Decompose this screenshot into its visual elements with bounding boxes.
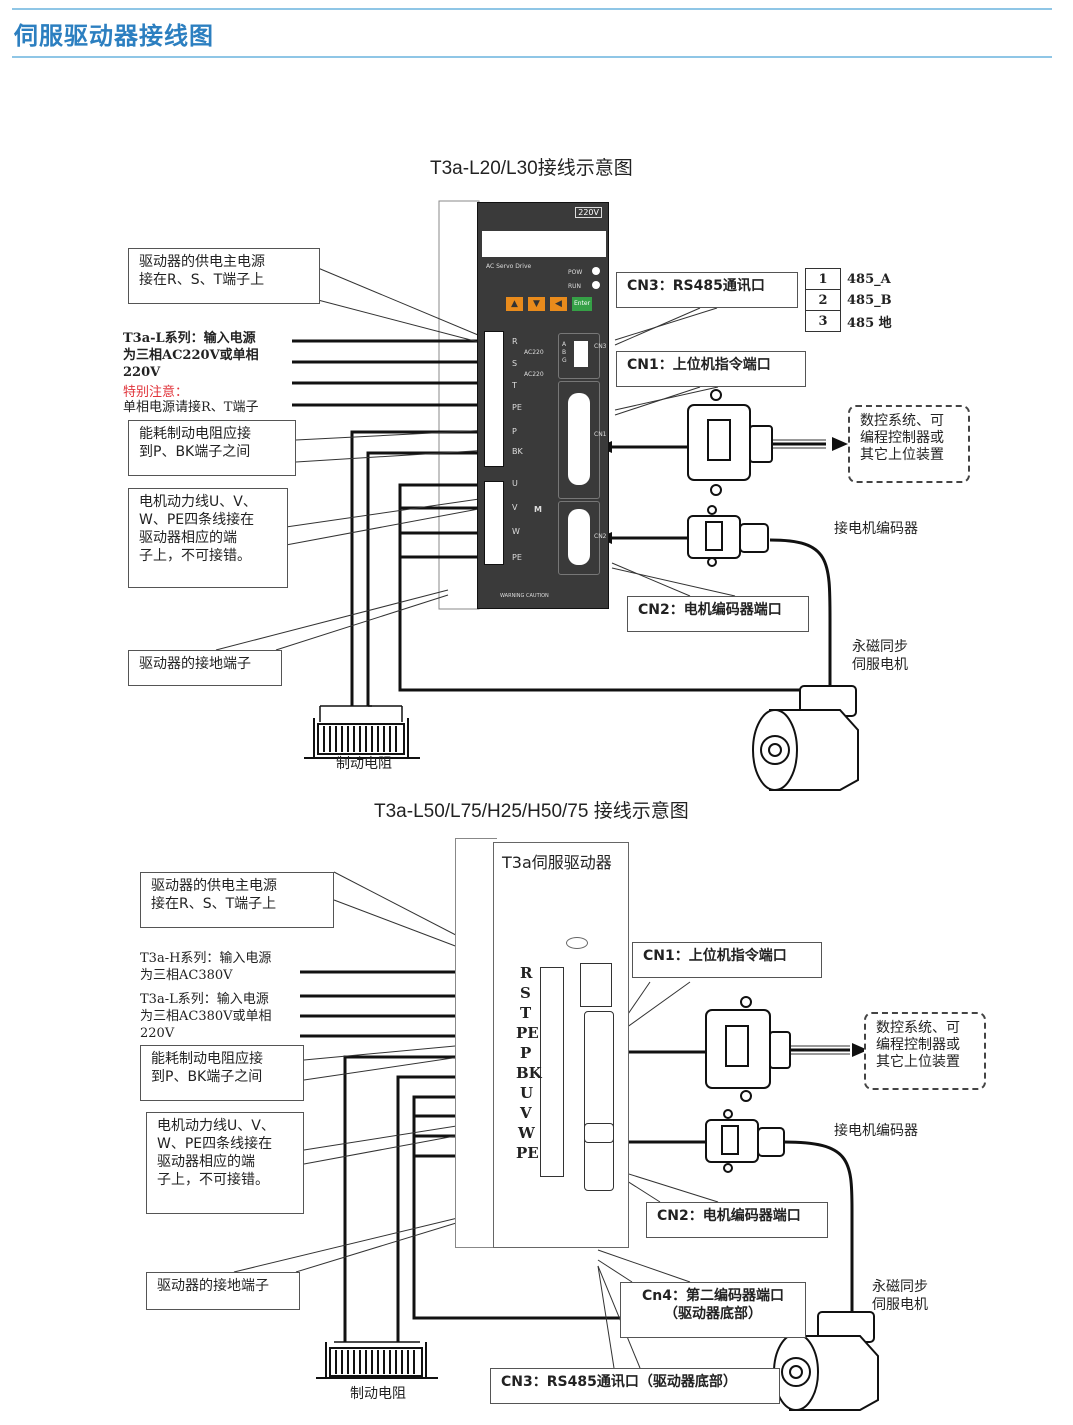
label-motor-power-2: 电机动力线U、V、 W、PE四条线接在 驱动器相应的端 子上，不可接错。: [146, 1112, 304, 1214]
table-row: 3 485 地: [805, 310, 899, 332]
terminal-r: R: [512, 337, 518, 346]
label-brake-conn-2: 能耗制动电阻应接 到P、BK端子之间: [140, 1045, 304, 1101]
cn3-socket: [574, 341, 588, 367]
label-cnc-2: 数控系统、可 编程控制器或 其它上位装置: [864, 1012, 986, 1090]
cn1-port: [558, 381, 600, 499]
terminal-block-motor: [484, 481, 504, 565]
drive-brand: AC Servo Drive: [486, 263, 532, 270]
label-cn1-1: CN1：上位机指令端口: [616, 351, 806, 387]
cn2-port: [558, 501, 600, 575]
led-pow: [592, 267, 600, 275]
drive2-terminal-v: V: [520, 1104, 532, 1122]
pin-signal: 485 地: [847, 315, 892, 331]
label-motor-power-1: 电机动力线U、V、 W、PE四条线接在 驱动器相应的端 子上，不可接错。: [128, 488, 288, 588]
terminal-w: W: [512, 527, 520, 536]
label-motor-1: 永磁同步 伺服电机: [852, 639, 908, 673]
drive2-terminal-block: [540, 967, 564, 1177]
label-power-main-1: 驱动器的供电主电源 接在R、S、T端子上: [128, 248, 320, 304]
pin-signal: 485_B: [847, 292, 892, 308]
terminal-bk: BK: [512, 447, 523, 456]
key-up-button: ▲: [506, 297, 523, 311]
warning-label: WARNING: [500, 593, 525, 599]
terminal-p: P: [512, 427, 517, 436]
drive2-terminal-bk: BK: [516, 1064, 542, 1082]
terminal-block-power: [484, 331, 504, 467]
drive2-terminal-r: R: [520, 964, 533, 982]
display-screen: [482, 231, 606, 257]
caution-label: CAUTION: [526, 593, 549, 599]
pin-number: 3: [805, 310, 841, 332]
drive2-terminal-pe: PE: [516, 1024, 539, 1042]
drive2-name: T3a伺服驱动器: [502, 853, 612, 872]
label-brake-conn-1: 能耗制动电阻应接 到P、BK端子之间: [128, 420, 296, 476]
page-title: 伺服驱动器接线图: [14, 21, 214, 50]
label-single-phase: 单相电源请接R、T端子: [123, 400, 259, 415]
label-cn2-2: CN2：电机编码器端口: [646, 1202, 828, 1238]
label-encoder-1: 接电机编码器: [834, 521, 918, 537]
drive2-terminal-w: W: [518, 1124, 535, 1142]
drive-t3a-l50: T3a伺服驱动器: [493, 842, 629, 1248]
table-row: 2 485_B: [805, 289, 899, 311]
drive2-terminal-p: P: [520, 1044, 532, 1062]
terminal-pe2: PE: [512, 553, 522, 562]
cn3-port: [558, 333, 600, 379]
label-motor-2: 永磁同步 伺服电机: [872, 1279, 928, 1313]
drive2-indicator: [566, 937, 588, 949]
led-run-label: RUN: [568, 283, 582, 290]
table-row: 1 485_A: [805, 268, 899, 290]
page-header: 伺服驱动器接线图: [12, 8, 1052, 58]
label-cn3-2: CN3：RS485通讯口（驱动器底部）: [490, 1368, 780, 1404]
drive2-display: [580, 963, 612, 1007]
cn2-drive-label: CN2: [594, 533, 607, 540]
label-cn4: Cn4：第二编码器端口 （驱动器底部）: [620, 1282, 806, 1338]
drive2-terminal-s: S: [520, 984, 531, 1002]
motor-symbol: M: [534, 505, 542, 514]
terminal-pe: PE: [512, 403, 522, 412]
label-brake-resistor-1: 制动电阻: [336, 756, 392, 772]
drive-t3a-l50-back: [455, 838, 497, 1248]
abg-label: A B G: [562, 341, 567, 364]
label-ground-2: 驱动器的接地端子: [146, 1272, 300, 1310]
drive2-cn1-port: [584, 1011, 614, 1143]
led-pow-label: POW: [568, 269, 583, 276]
led-run: [592, 281, 600, 289]
pin-number: 2: [805, 289, 841, 311]
key-enter-button: Enter: [572, 297, 592, 311]
cn3-pin-table: 1 485_A 2 485_B 3 485 地: [805, 268, 899, 332]
label-cn2-1: CN2：电机编码器端口: [627, 596, 809, 632]
drive2-terminal-u: U: [520, 1084, 534, 1102]
label-ground-1: 驱动器的接地端子: [128, 650, 282, 686]
diagram2-title: T3a-L50/L75/H25/H50/75 接线示意图: [374, 801, 689, 822]
terminal-s: S: [512, 359, 518, 368]
ac220-label-2: AC220: [524, 371, 544, 378]
label-brake-resistor-2: 制动电阻: [350, 1386, 406, 1402]
label-cn3-1: CN3：RS485通讯口: [616, 272, 798, 308]
key-down-button: ▼: [528, 297, 545, 311]
cn1-drive-label: CN1: [594, 431, 607, 438]
cn1-socket: [568, 393, 590, 485]
label-cn1-2: CN1：上位机指令端口: [632, 942, 822, 978]
label-input-l: T3a-L系列：输入电源 为三相AC380V或单相 220V: [140, 992, 272, 1041]
terminal-t: T: [512, 381, 517, 390]
drive2-cn2-port: [584, 1123, 614, 1191]
pin-signal: 485_A: [847, 271, 891, 287]
voltage-tag: 220V: [575, 207, 602, 218]
label-input-power-1: T3a-L系列：输入电源 为三相AC220V或单相 220V: [123, 331, 259, 380]
drive-t3a-l20: 220V AC Servo Drive POW RUN ▲ ▼ ◀ Enter …: [477, 202, 609, 609]
ac220-label-1: AC220: [524, 349, 544, 356]
key-left-button: ◀: [550, 297, 567, 311]
label-cnc-1: 数控系统、可 编程控制器或 其它上位装置: [848, 405, 970, 483]
label-input-h: T3a-H系列：输入电源 为三相AC380V: [140, 951, 272, 983]
terminal-u: U: [512, 479, 518, 488]
cn2-socket: [568, 509, 590, 565]
drive2-terminal-t: T: [520, 1004, 532, 1022]
drive2-terminal-pe2: PE: [516, 1144, 539, 1162]
diagram1-title: T3a-L20/L30接线示意图: [430, 158, 633, 179]
cn3-drive-label: CN3: [594, 343, 607, 350]
label-special-note: 特别注意：: [123, 385, 189, 400]
label-encoder-2: 接电机编码器: [834, 1123, 918, 1139]
terminal-v: V: [512, 503, 518, 512]
pin-number: 1: [805, 268, 841, 290]
label-power-main-2: 驱动器的供电主电源 接在R、S、T端子上: [140, 872, 334, 928]
